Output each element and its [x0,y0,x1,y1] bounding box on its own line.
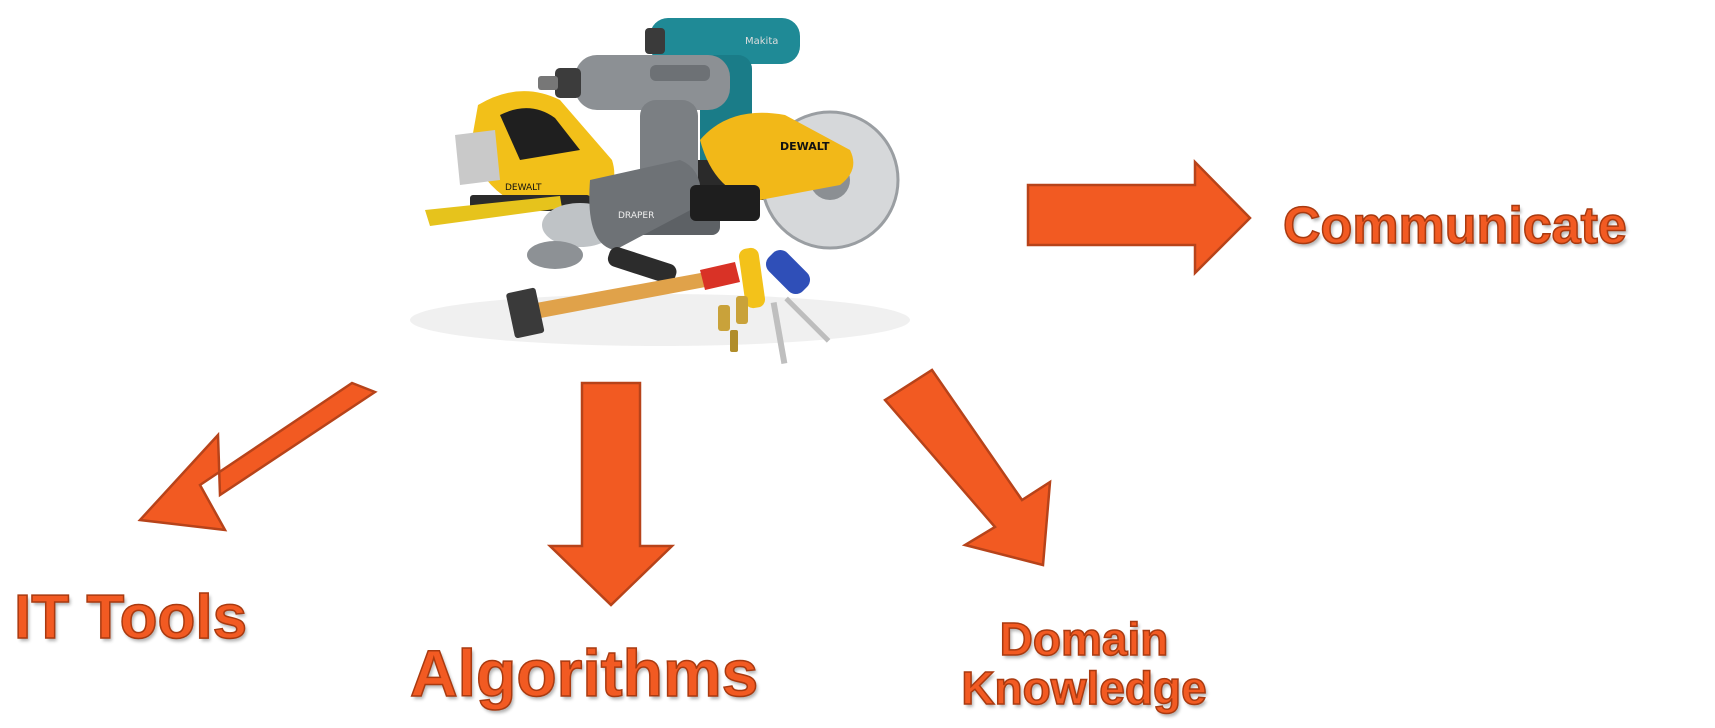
hammer-icon [506,262,740,339]
domain-knowledge-line2: Knowledge [961,661,1208,714]
circular-saw-icon: DEWALT [690,110,900,250]
svg-text:DEWALT: DEWALT [505,183,542,193]
screwdriver-bits-icon [718,296,748,352]
it-tools-label: IT Tools [13,583,248,652]
screwdriver-blue-icon [765,249,831,343]
algorithms-label: Algorithms [409,636,759,710]
domain-knowledge-line1: Domain [999,613,1169,665]
arrow-down-right-icon [883,368,1052,567]
angle-grinder-icon: DRAPER [527,160,701,284]
arrow-right-icon [1026,158,1252,277]
arrow-down-left-icon [137,381,378,532]
svg-text:DEWALT: DEWALT [780,140,830,153]
svg-text:DRAPER: DRAPER [618,211,654,221]
screwdriver-yellow-icon [738,247,788,365]
arrow-down-icon [546,381,676,607]
communicate-label: Communicate [1282,197,1627,255]
domain-knowledge-label: Domain Knowledge [944,613,1224,714]
svg-text:Makita: Makita [745,36,778,47]
